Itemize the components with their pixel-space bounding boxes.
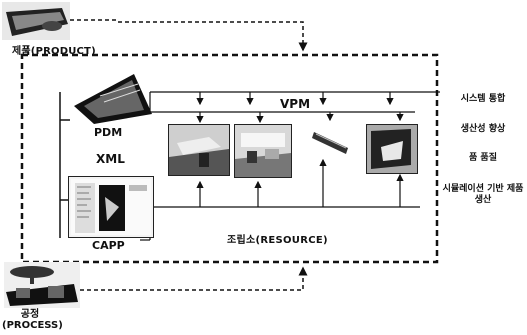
product-label: 제품(PRODUCT) (12, 42, 96, 57)
side-item-system-integration: 시스템 통합 (442, 94, 524, 105)
process-image (4, 262, 80, 308)
capp-image (68, 176, 154, 238)
side-item-simulation-production: 시뮬레이션 기반 제품 생산 (442, 184, 524, 206)
process-label: 공정 (PROCESS) (2, 309, 58, 331)
capp-label: CAPP (92, 239, 125, 252)
vpm-label: VPM (280, 97, 310, 111)
pdm-image (74, 66, 152, 124)
simulation-image-3 (312, 124, 352, 156)
side-item-productivity: 생산성 향상 (442, 124, 524, 135)
simulation-image-2 (234, 124, 292, 178)
product-loop-connector (118, 22, 303, 50)
process-loop-connector (80, 268, 303, 290)
pdm-label: PDM (94, 126, 122, 139)
simulation-image-4 (366, 124, 418, 174)
xml-label: XML (96, 152, 125, 166)
simulation-image-1 (168, 124, 230, 176)
side-item-quality: 품 품질 (442, 153, 524, 164)
product-image (2, 2, 70, 40)
resource-label: 조립소(RESOURCE) (227, 231, 328, 246)
